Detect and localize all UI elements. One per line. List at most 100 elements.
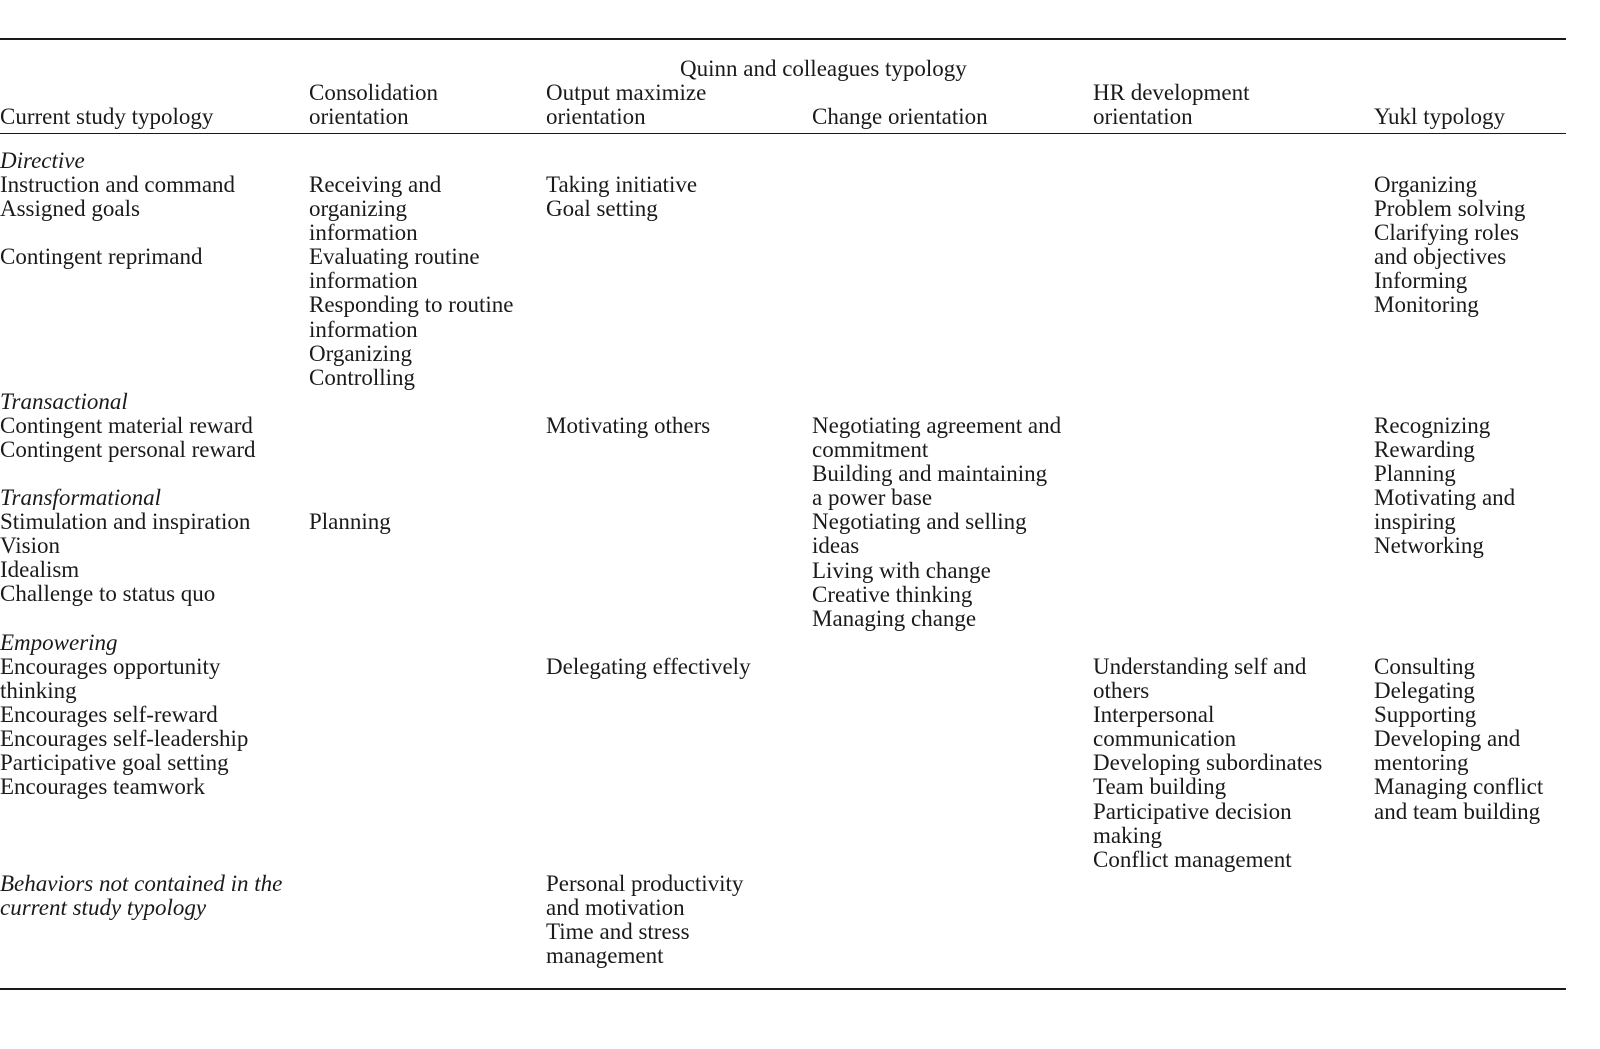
cell-line: Delegating effectively <box>546 654 751 679</box>
section-title: Directive <box>0 148 85 173</box>
cell-line: mentoring <box>1374 750 1469 776</box>
cell-line: Behaviors not contained in the <box>0 871 283 896</box>
top-rule <box>0 38 1566 40</box>
cell-line: and motivation <box>546 895 685 921</box>
header-line: Current study typology <box>0 104 214 129</box>
cell-line: Contingent material reward <box>0 413 253 438</box>
empowering-output: Delegating effectively <box>546 654 751 679</box>
cell-line: Participative goal setting <box>0 750 229 776</box>
cell-line: Encourages self-leadership <box>0 726 249 752</box>
cell-line: Responding to routine <box>309 292 514 318</box>
header-output-maximize: Output maximize orientation <box>546 80 707 130</box>
cell-line: management <box>546 943 664 969</box>
header-rule <box>0 133 1566 134</box>
cell-line: organizing <box>309 196 407 222</box>
header-line: Change orientation <box>812 104 988 129</box>
cell-line: Developing subordinates <box>1093 750 1323 776</box>
cell-line: Interpersonal <box>1093 702 1215 728</box>
cell-line: Contingent personal reward <box>0 437 256 463</box>
cell-line: Contingent reprimand <box>0 244 203 270</box>
cell-line: Negotiating and selling <box>812 509 1027 535</box>
transformational-current: Stimulation and inspiration Vision Ideal… <box>0 509 251 607</box>
cell-line: Planning <box>1374 461 1456 487</box>
cell-line: Planning <box>309 509 391 534</box>
cell-line: Clarifying roles <box>1374 220 1519 246</box>
header-line: Consolidation <box>309 80 439 105</box>
cell-line: a power base <box>812 485 933 511</box>
header-consolidation: Consolidation orientation <box>309 80 439 130</box>
cell-line: information <box>309 316 418 342</box>
not-contained-output: Personal productivity and motivation Tim… <box>546 871 744 969</box>
cell-line: information <box>309 268 418 294</box>
group-header-quinn: Quinn and colleagues typology <box>680 56 967 81</box>
cell-line: making <box>1093 822 1162 848</box>
cell-line: Challenge to status quo <box>0 581 216 607</box>
section-title: Transformational <box>0 485 162 510</box>
cell-line: thinking <box>0 678 77 704</box>
section-title-transformational: Transformational <box>0 485 162 510</box>
header-line: orientation <box>546 104 646 130</box>
cell-line: Informing <box>1374 268 1468 294</box>
cell-line: Receiving and <box>309 172 442 197</box>
cell-line: ideas <box>812 533 860 559</box>
cell-line: Encourages teamwork <box>0 774 206 800</box>
transactional-yukl: Recognizing Rewarding Planning Motivatin… <box>1374 413 1516 559</box>
header-line: orientation <box>1093 104 1193 130</box>
cell-line: Rewarding <box>1374 437 1475 463</box>
cell-line: Time and stress <box>546 919 690 945</box>
cell-line: Instruction and command <box>0 172 236 197</box>
cell-line: Understanding self and <box>1093 654 1307 679</box>
empowering-yukl: Consulting Delegating Supporting Develop… <box>1374 654 1544 824</box>
cell-line: Participative decision <box>1093 798 1292 824</box>
cell-line: Goal setting <box>546 196 658 222</box>
directive-consolidation: Receiving and organizing information Eva… <box>309 172 514 390</box>
section-title: Transactional <box>0 389 128 414</box>
cell-line: Developing and <box>1374 726 1521 752</box>
header-line: orientation <box>309 104 409 130</box>
header-hr-development: HR development orientation <box>1093 80 1250 130</box>
cell-line: Supporting <box>1374 702 1477 728</box>
cell-line: Personal productivity <box>546 871 744 896</box>
cell-line: Encourages self-reward <box>0 702 218 728</box>
cell-line: Vision <box>0 533 60 559</box>
section-title-directive: Directive <box>0 148 85 173</box>
section-title: Empowering <box>0 630 118 655</box>
cell-line: Living with change <box>812 557 991 583</box>
cell-line: Managing conflict <box>1374 774 1544 800</box>
cell-line: Idealism <box>0 557 80 583</box>
cell-line: Motivating others <box>546 413 711 438</box>
directive-yukl: Organizing Problem solving Clarifying ro… <box>1374 172 1525 318</box>
cell-line: and objectives <box>1374 244 1507 270</box>
cell-line: Networking <box>1374 533 1484 559</box>
cell-line: Controlling <box>309 364 416 390</box>
empowering-hr: Understanding self and others Interperso… <box>1093 654 1323 872</box>
directive-output: Taking initiative Goal setting <box>546 172 697 222</box>
header-line: Yukl typology <box>1374 104 1505 129</box>
header-change: Change orientation <box>812 104 988 129</box>
cell-line: Delegating <box>1374 678 1475 704</box>
cell-line: Negotiating agreement and <box>812 413 1062 438</box>
transactional-current: Contingent material reward Contingent pe… <box>0 413 256 463</box>
cell-line: Stimulation and inspiration <box>0 509 251 534</box>
header-yukl: Yukl typology <box>1374 104 1505 129</box>
cell-line: Managing change <box>812 605 977 631</box>
cell-line: and team building <box>1374 798 1541 824</box>
cell-line: Assigned goals <box>0 196 140 222</box>
behaviors-not-contained: Behaviors not contained in the current s… <box>0 871 283 921</box>
cell-line: Organizing <box>1374 172 1478 197</box>
cell-line: Building and maintaining <box>812 461 1048 487</box>
cell-line: Conflict management <box>1093 846 1292 872</box>
transformational-consolidation: Planning <box>309 509 391 534</box>
cell-line: current study typology <box>0 895 207 921</box>
cell-line: Motivating and <box>1374 485 1516 511</box>
cell-line: communication <box>1093 726 1237 752</box>
cell-line: Encourages opportunity <box>0 654 221 679</box>
section-title-transactional: Transactional <box>0 389 128 414</box>
cell-line: others <box>1093 678 1150 704</box>
cell-line: Creative thinking <box>812 581 973 607</box>
cell-line: Organizing <box>309 340 413 366</box>
transactional-change: Negotiating agreement and commitment Bui… <box>812 413 1062 631</box>
cell-line: Recognizing <box>1374 413 1491 438</box>
header-line: Output maximize <box>546 80 707 105</box>
cell-line <box>0 221 235 245</box>
